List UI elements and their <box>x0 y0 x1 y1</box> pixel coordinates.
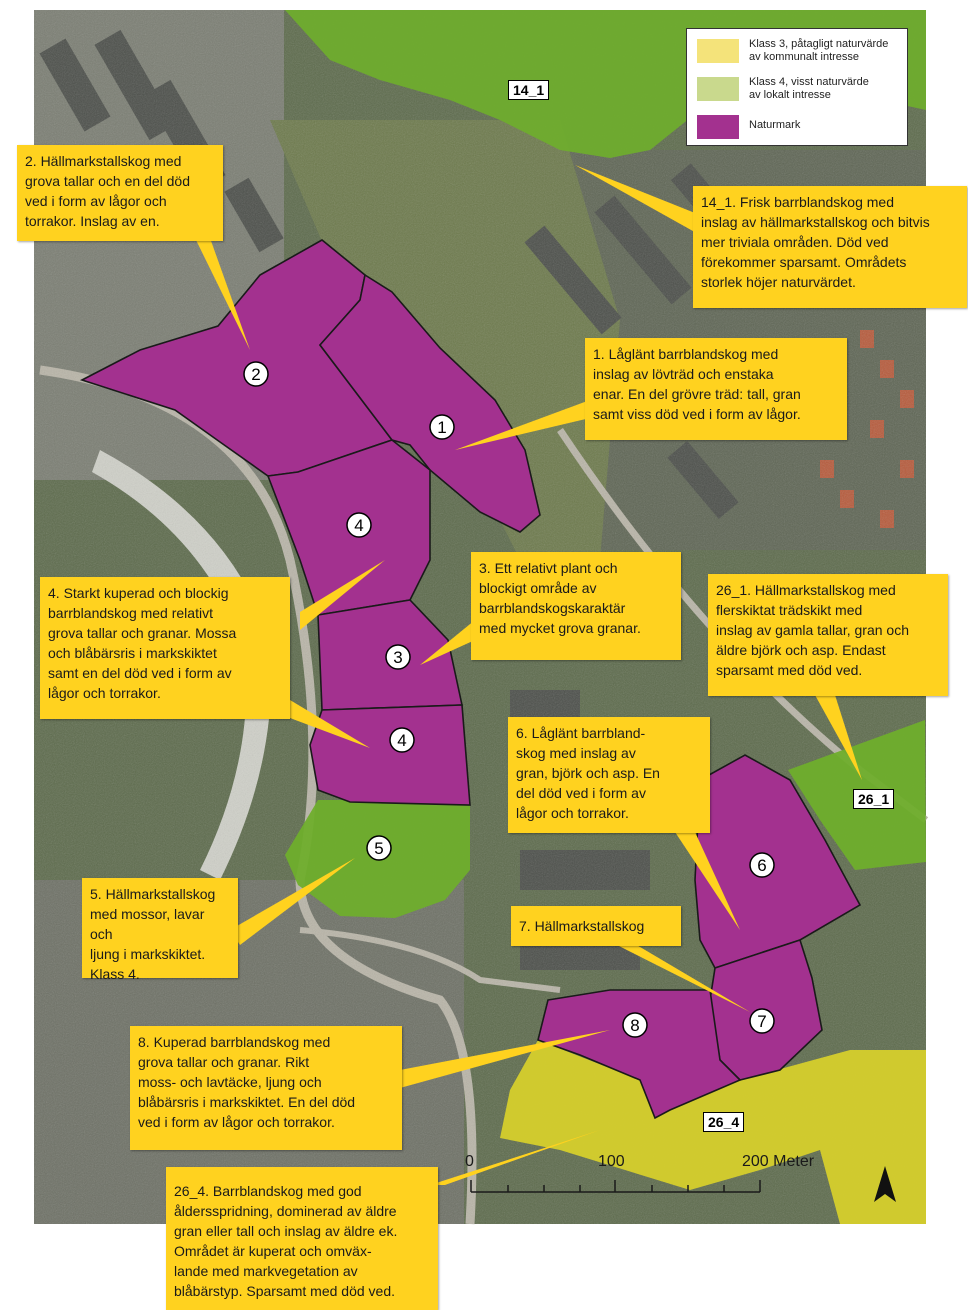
zone-1 <box>318 273 541 533</box>
zone-marker-2 <box>243 361 269 387</box>
zone-number-4a: 4 <box>354 516 363 535</box>
pointer-c1 <box>455 400 590 450</box>
legend-item-klass3: Klass 3, påtagligt naturvärde av kommuna… <box>697 37 902 67</box>
legend-label-naturmark: Naturmark <box>749 119 801 131</box>
pointer-c8 <box>400 1030 610 1088</box>
pointer-c7 <box>615 944 750 1012</box>
callout-zone-6: 6. Låglänt barrbland- skog med inslag av… <box>508 717 710 833</box>
callout-zone-2: 2. Hällmarkstallskog med grova tallar oc… <box>17 145 223 241</box>
pointer-c3 <box>420 620 475 665</box>
legend-swatch-klass4 <box>697 77 739 101</box>
area-tag-14-1: 14_1 <box>508 80 550 100</box>
pointer-c2 <box>195 238 250 350</box>
zone-number-5: 5 <box>374 839 383 858</box>
area-26-4 <box>500 1040 926 1224</box>
zone-marker-5 <box>366 835 392 861</box>
zone-number-2: 2 <box>251 365 260 384</box>
pointer-c26-4 <box>430 1130 600 1185</box>
callout-area-26-1: 26_1. Hällmarkstallskog med flerskiktat … <box>708 574 948 696</box>
zone-4-south <box>309 704 471 806</box>
pointer-c4-lower <box>290 700 370 748</box>
callout-zone-3: 3. Ett relativt plant och blockigt områd… <box>471 552 681 660</box>
legend-item-naturmark: Naturmark <box>697 113 902 143</box>
north-arrow-icon <box>874 1166 896 1202</box>
scale-label-0: 0 <box>465 1153 474 1170</box>
pointer-c5 <box>230 858 355 945</box>
scale-label-100: 100 <box>598 1153 625 1170</box>
legend-label-klass4: Klass 4, visst naturvärde av lokalt intr… <box>749 76 869 101</box>
zone-number-1: 1 <box>437 418 446 437</box>
zone-marker-4a <box>346 512 372 538</box>
zone-marker-3 <box>385 644 411 670</box>
legend-item-klass4: Klass 4, visst naturvärde av lokalt intr… <box>697 75 902 105</box>
zone-number-4b: 4 <box>397 731 406 750</box>
pointer-c26-1 <box>815 695 862 780</box>
pointer-c6 <box>675 832 740 930</box>
zone-marker-1 <box>429 414 455 440</box>
callout-area-26-4: 26_4. Barrblandskog med god åldersspridn… <box>166 1167 438 1310</box>
zone-marker-7 <box>749 1008 775 1034</box>
zone-marker-4b <box>389 727 415 753</box>
area-tag-26-1: 26_1 <box>853 789 895 809</box>
zone-markers: 2 1 4 3 4 5 6 7 8 <box>243 361 775 1038</box>
scale-bar <box>470 1180 761 1193</box>
callout-zone-1: 1. Låglänt barrblandskog med inslag av l… <box>585 338 847 440</box>
pointer-c14-1 <box>575 165 700 235</box>
map-legend: Klass 3, påtagligt naturvärde av kommuna… <box>686 28 908 146</box>
area-tag-26-4: 26_4 <box>703 1112 745 1132</box>
zone-number-3: 3 <box>393 648 402 667</box>
callout-zone-5: 5. Hällmarkstallskog med mossor, lavar o… <box>82 878 238 982</box>
legend-swatch-klass3 <box>697 39 739 63</box>
callout-area-14-1: 14_1. Frisk barrblandskog med inslag av … <box>693 186 967 308</box>
legend-swatch-naturmark <box>697 115 739 139</box>
zone-marker-8 <box>622 1012 648 1038</box>
zone-marker-6 <box>749 852 775 878</box>
zone-8 <box>537 989 742 1120</box>
callout-zone-8: 8. Kuperad barrblandskog med grova talla… <box>130 1026 402 1150</box>
zone-number-6: 6 <box>757 856 766 875</box>
callout-zone-7: 7. Hällmarkstallskog <box>511 906 681 946</box>
legend-label-klass3: Klass 3, påtagligt naturvärde av kommuna… <box>749 38 889 63</box>
zone-number-8: 8 <box>630 1016 639 1035</box>
callout-zone-4: 4. Starkt kuperad och blockig barrblands… <box>40 577 290 719</box>
pointer-c4-upper <box>300 560 385 630</box>
zone-6 <box>694 754 862 969</box>
zone-number-7: 7 <box>757 1012 766 1031</box>
scale-label-200: 200 Meter <box>742 1153 815 1170</box>
